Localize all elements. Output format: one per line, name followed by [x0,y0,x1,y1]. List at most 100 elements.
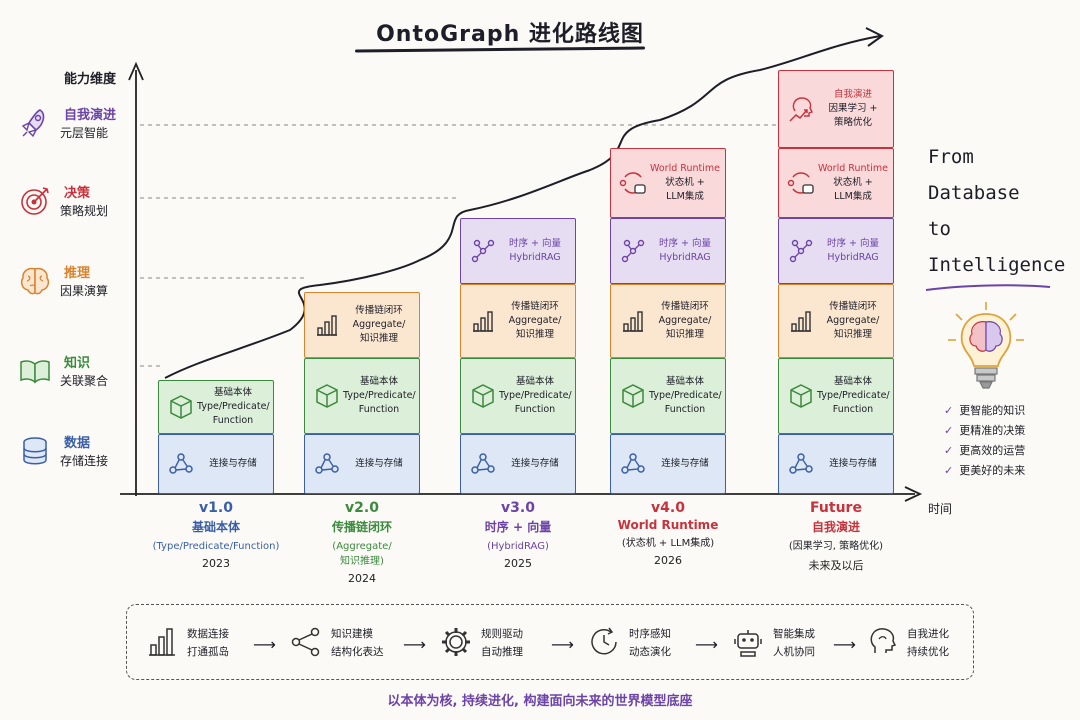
molecule-icon [621,239,645,263]
block-label: 连接与存储 [511,458,559,469]
legend-self-evolution: 自我演进 元层智能 [18,104,128,148]
version-number: v2.0 [345,500,379,516]
database-icon [23,437,47,465]
cube-icon [170,395,192,419]
version-detail: (状态机 + LLM集成) [621,538,715,549]
version-name: 自我演进 [811,520,860,534]
head-growth-icon [789,97,813,122]
block-data-v4: 连接与存储 [610,434,726,494]
rocket-icon [21,109,45,138]
benefit-item: ✓更智能的知识 [944,404,1026,417]
tagline-underline [925,284,1051,291]
benefit-item: ✓更美好的未来 [944,464,1026,477]
block-label: 连接与存储 [355,458,403,469]
block-label: 连接与存储 [209,458,257,469]
block-label: 连接与存储 [661,458,709,469]
version-number: v1.0 [199,500,233,516]
tagline-line: Database [928,182,1020,204]
legend-title: 推理 [64,266,91,281]
version-v3: v3.0 时序 + 向量 (HybridRAG) 2025 [443,500,593,570]
legend-sub: 存储连接 [60,454,109,468]
cycle-chat-icon [619,172,646,194]
version-detail: (HybridRAG) [487,541,549,552]
legend-knowledge: 知识 关联聚合 [18,352,128,396]
graph-icon [291,627,320,657]
legend-sub: 关联聚合 [60,374,109,388]
page-title: OntoGraph 进化路线图 [376,22,644,47]
legend-data: 数据 存储连接 [18,432,128,476]
version-v1: v1.0 基础本体 (Type/Predicate/Function) 2023 [141,500,291,570]
network-icon [315,453,339,474]
network-icon [169,453,193,474]
version-name: 传播链闭环 [331,520,392,534]
legend-reasoning: 推理 因果演算 [18,262,128,306]
clock-icon [591,627,617,655]
cube-icon [790,384,812,408]
book-icon [20,360,50,384]
arrow-right-icon: ⟶ [833,635,856,654]
bar-chart-icon [317,315,337,336]
bar-chart-icon [791,311,811,332]
block-label: 连接与存储 [829,458,877,469]
benefit-item: ✓更精准的决策 [944,424,1026,437]
legend-decision: 决策 策略规划 [18,182,128,226]
version-detail: (Aggregate/知识推理) [332,541,392,567]
brain-icon [20,267,50,295]
block-label: 自我演进因果学习 +策略优化 [828,89,878,128]
molecule-icon [789,239,813,263]
robot-icon [734,630,762,657]
molecule-icon [471,239,495,263]
block-data-future: 连接与存储 [778,434,894,494]
legend-title: 数据 [64,436,91,451]
block-data-v2: 连接与存储 [304,434,420,494]
benefit-item: ✓更高效的运营 [944,444,1026,457]
network-icon [789,453,813,474]
check-icon: ✓ [944,404,954,417]
cube-icon [316,384,338,408]
legend-sub: 因果演算 [60,284,109,298]
legend-title: 知识 [64,356,91,371]
tagline-line: From [928,146,974,168]
arrow-right-icon: ⟶ [253,635,276,654]
version-year: 2025 [504,557,532,570]
version-name: World Runtime [617,518,719,532]
y-axis-label: 能力维度 [64,72,117,87]
version-future: Future 自我演进 (因果学习, 策略优化) 未来及以后 [761,500,911,573]
version-year: 2024 [348,572,376,585]
check-icon: ✓ [944,424,954,437]
version-year: 未来及以后 [808,559,864,572]
arrow-right-icon: ⟶ [403,635,426,654]
block-self-evolution-future: 自我演进因果学习 +策略优化 [778,70,894,148]
version-number: Future [810,500,862,516]
tagline-line: Intelligence [928,254,1066,276]
target-icon [21,187,49,215]
lightbulb-brain-icon [948,302,1024,389]
tagline-line: to [928,218,951,240]
network-icon [621,453,645,474]
cube-icon [472,384,494,408]
bar-chart-icon [623,311,643,332]
x-axis-label: 时间 [928,502,953,516]
